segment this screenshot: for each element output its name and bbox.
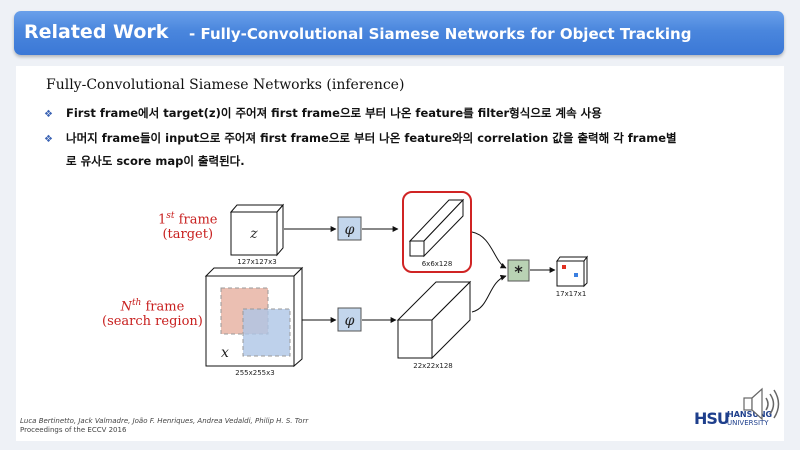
phi-box-bottom: φ: [337, 307, 362, 332]
logo-line1: HANSUNG: [727, 410, 773, 419]
z-feature-highlight: [402, 191, 472, 273]
nth-frame-sup: th: [131, 298, 142, 308]
slide-subtitle: - Fully-Convolutional Siamese Networks f…: [189, 25, 692, 43]
correlation-box: *: [507, 259, 530, 282]
logo-mark: HSU: [694, 409, 730, 428]
arrow-zfeat-to-corr: [471, 231, 507, 269]
bullet-2-continuation: 로 유사도 score map이 출력된다.: [66, 154, 245, 168]
arrow-xfeat-to-corr: [471, 274, 507, 313]
phi-symbol-bottom: φ: [345, 313, 355, 329]
hansung-logo: HSU HANSUNG UNIVERSITY: [694, 407, 772, 431]
corr-symbol: *: [514, 262, 523, 281]
bullet-2-text: 나머지 frame들이 input으로 주어져 first frame으로 부터…: [66, 131, 677, 145]
x-symbol: x: [221, 345, 229, 361]
nth-frame-number: N: [120, 299, 132, 315]
first-frame-target: (target): [162, 227, 214, 243]
z-feature-dims: 6x6x128: [422, 260, 453, 268]
citation-authors: Luca Bertinetto, Jack Valmadre, João F. …: [20, 417, 309, 425]
z-symbol: z: [249, 226, 258, 242]
nth-frame-search: (search region): [102, 314, 203, 330]
title-bar: Related Work - Fully-Convolutional Siame…: [14, 11, 784, 55]
diamond-bullet-icon: ❖: [44, 109, 53, 120]
bullet-2: ❖ 나머지 frame들이 input으로 주어져 first frame으로 부…: [44, 130, 677, 146]
score-red-point: [562, 265, 566, 269]
first-frame-sup: st: [166, 211, 175, 221]
logo-line2: UNIVERSITY: [727, 419, 769, 427]
nth-frame-word: frame: [145, 299, 185, 315]
nth-frame-label: Nth frame (search region): [102, 298, 203, 329]
diamond-bullet-icon: ❖: [44, 134, 53, 145]
score-map: [556, 255, 588, 288]
phi-box-top: φ: [337, 216, 362, 241]
x-feature-dims: 22x22x128: [413, 362, 452, 370]
first-frame-word: frame: [178, 212, 218, 228]
first-frame-number: 1: [158, 212, 167, 228]
bullet-1-text: First frame에서 target(z)이 주어져 first frame…: [66, 106, 602, 120]
z-input-box: z: [229, 203, 285, 257]
z-dims-label: 127x127x3: [237, 258, 276, 266]
first-frame-label: 1st frame (target): [158, 211, 217, 242]
score-blue-point: [574, 273, 578, 277]
section-title: Fully-Convolutional Siamese Networks (in…: [46, 77, 405, 93]
score-dims: 17x17x1: [556, 290, 587, 298]
slide-title: Related Work: [24, 21, 169, 43]
citation-venue: Proceedings of the ECCV 2016: [20, 426, 127, 434]
search-patch-blue: [242, 308, 291, 357]
phi-symbol-top: φ: [345, 222, 355, 238]
content-panel: [16, 66, 784, 441]
x-input-box: x: [204, 266, 304, 368]
x-feature-block: [396, 280, 472, 360]
bullet-1: ❖ First frame에서 target(z)이 주어져 first fram…: [44, 105, 602, 121]
x-dims-label: 255x255x3: [235, 369, 274, 377]
z-feature-block: [408, 198, 465, 258]
speaker-icon[interactable]: [740, 384, 782, 424]
